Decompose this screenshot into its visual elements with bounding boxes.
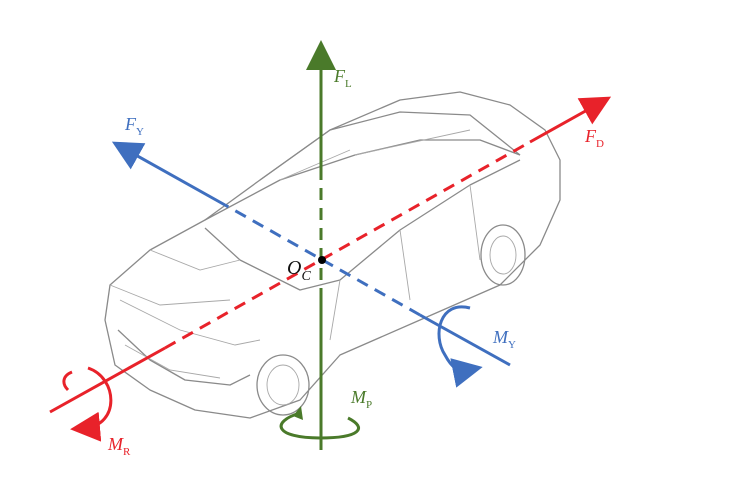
side-axis	[111, 141, 511, 367]
roll-moment-arrow-tail	[62, 370, 73, 392]
pitch-moment-arrow-head	[293, 406, 303, 420]
origin-point	[318, 256, 326, 264]
pitch-moment-label: MP	[350, 387, 372, 411]
roll-moment-label: MR	[107, 434, 131, 458]
drag-force-label: FD	[584, 126, 604, 150]
yaw-moment-arrow	[437, 305, 483, 388]
lift-force-label: FL	[333, 66, 352, 90]
origin-label: OC	[287, 257, 311, 284]
side-force-label: FY	[124, 114, 144, 138]
yaw-moment-label: MY	[492, 327, 516, 351]
pitch-moment-arrow	[279, 411, 361, 440]
car-sketch	[104, 91, 561, 419]
roll-moment-arrow	[70, 366, 113, 442]
drag-axis	[49, 96, 612, 414]
